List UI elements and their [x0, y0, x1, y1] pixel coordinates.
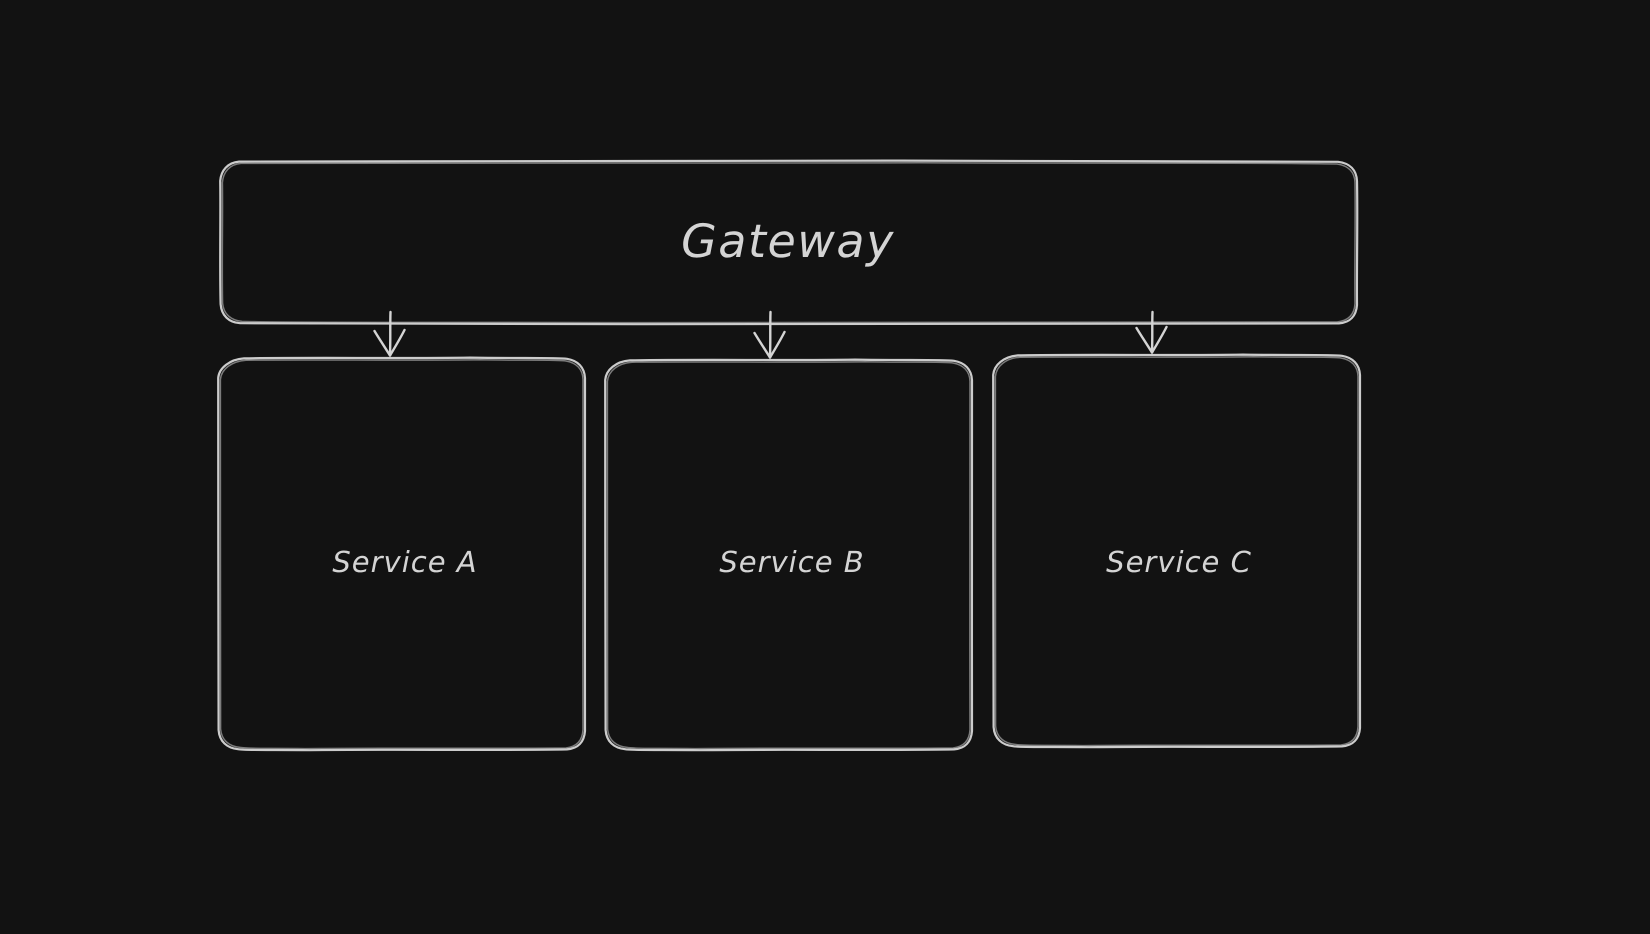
node-shape-gateway[interactable]: [219, 159, 1359, 326]
node-shape-service-c[interactable]: [992, 353, 1362, 749]
edge-gateway-to-service-c[interactable]: [1135, 310, 1168, 354]
node-shape-service-b[interactable]: [604, 358, 974, 752]
node-gateway[interactable]: [220, 160, 1357, 324]
edge-gateway-to-service-a[interactable]: [373, 310, 406, 357]
edge-gateway-to-service-b[interactable]: [753, 310, 786, 359]
node-label-service-b: Service B: [719, 545, 865, 579]
node-service-b[interactable]: [612, 380, 972, 752]
node-shape-service-a[interactable]: [217, 356, 587, 752]
node-service-a[interactable]: [225, 378, 585, 752]
node-service-c[interactable]: [1000, 375, 1358, 750]
node-label-gateway: Gateway: [681, 214, 895, 268]
node-label-service-c: Service C: [1106, 545, 1252, 579]
node-label-service-a: Service A: [332, 545, 478, 579]
